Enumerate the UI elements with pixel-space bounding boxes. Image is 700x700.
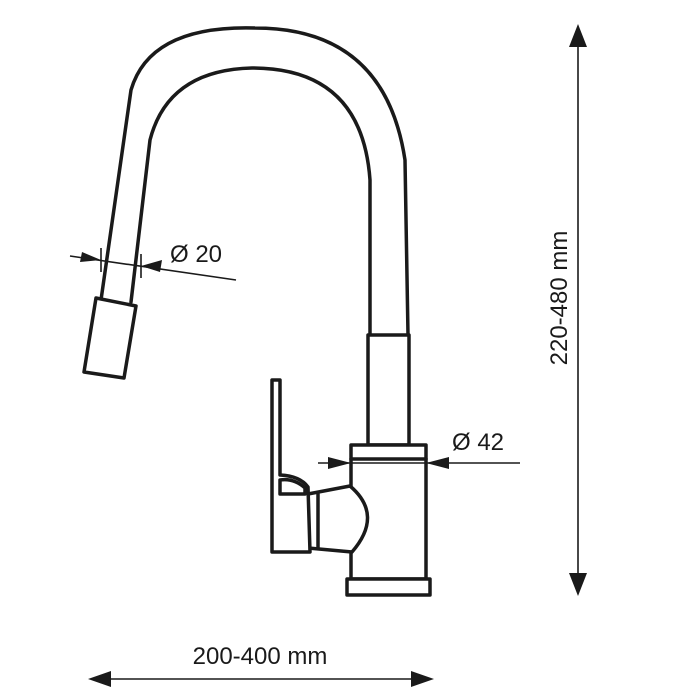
height-label: 220-480 mm (546, 231, 573, 366)
faucet-icon (82, 26, 432, 597)
width-dimension: 200-400 mm (88, 643, 434, 687)
handle-lever (270, 378, 312, 554)
spray-head (82, 296, 138, 380)
handle-cap (278, 477, 307, 496)
spout-diameter-label: Ø 20 (170, 241, 222, 268)
height-dimension: 220-480 mm (546, 24, 587, 596)
spout-inner-curve (129, 66, 372, 337)
spout-outer-curve (99, 26, 410, 337)
lever-connector (306, 484, 370, 554)
width-label: 200-400 mm (193, 643, 328, 670)
body-diameter-dimension: Ø 42 (318, 429, 520, 469)
upper-column (366, 333, 411, 447)
body-diameter-label: Ø 42 (452, 429, 504, 456)
base-flange (345, 577, 432, 597)
spout-diameter-dimension: Ø 20 (69, 241, 237, 281)
